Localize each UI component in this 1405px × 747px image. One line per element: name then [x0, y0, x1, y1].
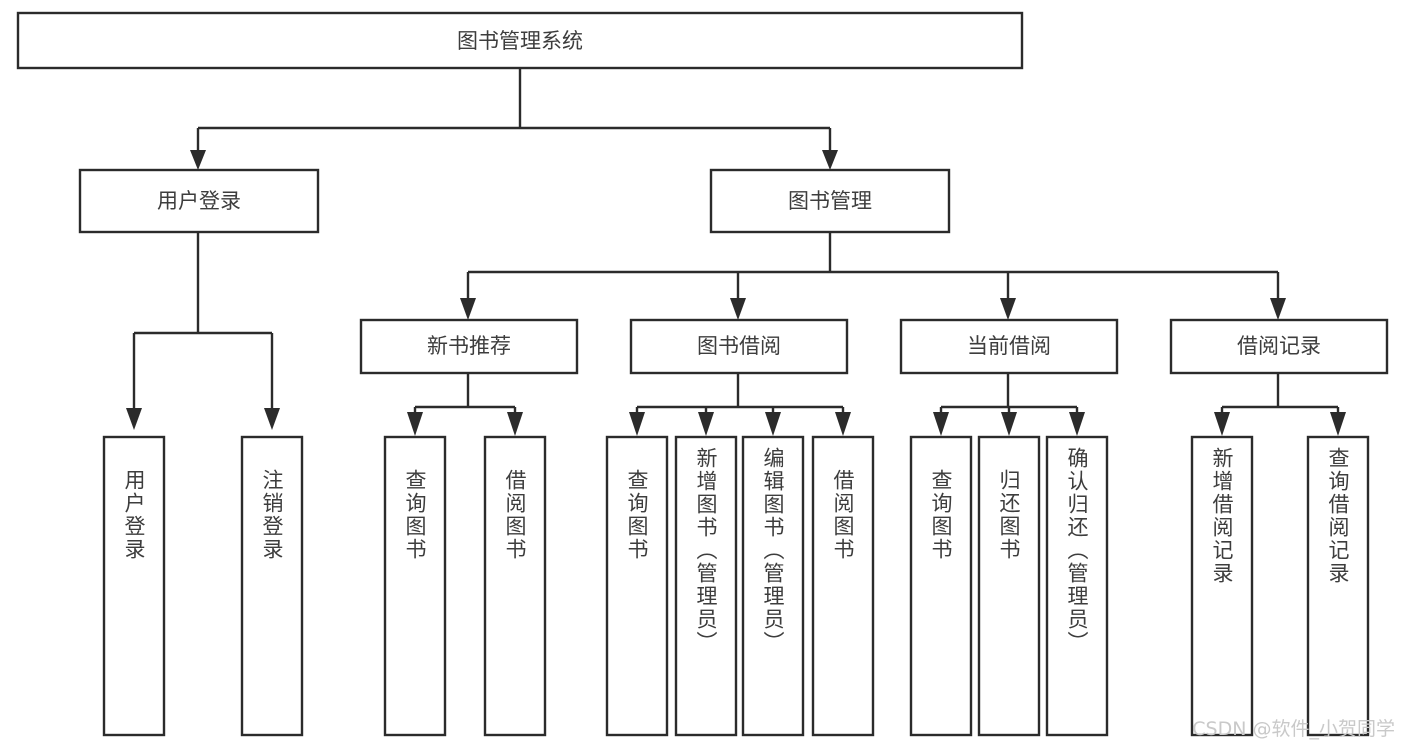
node-user-login-label: 用户登录	[157, 189, 241, 213]
leaf-book-borrow-4-label: 借阅图书	[831, 469, 855, 561]
leaf-new-book-1[interactable]: 查询图书	[383, 435, 447, 737]
leaf-current-borrow-2-label: 归还图书	[997, 469, 1021, 561]
leaf-current-borrow-2-box[interactable]	[977, 435, 1041, 737]
leaf-new-book-2-label: 借阅图书	[503, 469, 527, 561]
node-current-borrow[interactable]: 当前借阅	[899, 318, 1119, 375]
node-book-borrow-box[interactable]	[629, 318, 849, 375]
arrowhead-borrow-leaf-3	[765, 412, 781, 436]
arrowhead-borrow-leaf-4	[835, 412, 851, 436]
leaf-current-borrow-1-label: 查询图书	[929, 469, 953, 561]
arrowhead-record-leaf-1	[1214, 412, 1230, 436]
leaf-new-book-1-label: 查询图书	[403, 469, 427, 561]
arrowhead-record-leaf-2	[1330, 412, 1346, 436]
csdn-watermark: CSDN @软件_小贺同学	[1192, 718, 1395, 740]
leaf-current-borrow-1-box[interactable]	[909, 435, 973, 737]
arrowhead-level2-3	[1000, 298, 1016, 320]
node-borrow-record-box[interactable]	[1169, 318, 1389, 375]
leaf-borrow-record-1-box[interactable]	[1190, 435, 1254, 737]
leaf-book-borrow-2-label: 新增图书（管理员）	[694, 447, 718, 654]
leaf-book-borrow-2-box[interactable]	[674, 435, 738, 737]
arrowhead-newbook-leaf-1	[407, 412, 423, 436]
arrowhead-level2-2	[730, 298, 746, 320]
arrowhead-userlogin-leaf-2	[264, 408, 280, 430]
node-book-manage-label: 图书管理	[788, 189, 872, 213]
leaf-current-borrow-3-label: 确认归还（管理员）	[1065, 447, 1089, 654]
node-root-label: 图书管理系统	[457, 29, 583, 53]
node-new-book-recommend-label: 新书推荐	[427, 334, 511, 358]
node-book-manage[interactable]: 图书管理	[709, 168, 951, 234]
leaf-new-book-2-box[interactable]	[483, 435, 547, 737]
node-book-borrow[interactable]: 图书借阅	[629, 318, 849, 375]
leaf-user-login-2-label: 注销登录	[260, 469, 284, 561]
node-book-manage-box[interactable]	[709, 168, 951, 234]
node-root[interactable]: 图书管理系统	[16, 11, 1024, 70]
leaf-book-borrow-1-label: 查询图书	[625, 469, 649, 561]
leaf-borrow-record-2[interactable]: 查询借阅记录	[1306, 435, 1370, 737]
leaf-current-borrow-2[interactable]: 归还图书	[977, 435, 1041, 737]
leaf-user-login-2[interactable]: 注销登录	[240, 435, 304, 737]
node-new-book-recommend[interactable]: 新书推荐	[359, 318, 579, 375]
arrowhead-borrow-leaf-1	[629, 412, 645, 436]
leaf-user-login-2-box[interactable]	[240, 435, 304, 737]
node-borrow-record-label: 借阅记录	[1237, 334, 1321, 358]
leaf-book-borrow-3[interactable]: 编辑图书（管理员）	[741, 435, 805, 737]
arrowhead-book-manage	[822, 150, 838, 170]
leaf-book-borrow-4-box[interactable]	[811, 435, 875, 737]
arrowhead-current-leaf-3	[1069, 412, 1085, 436]
leaf-new-book-1-box[interactable]	[383, 435, 447, 737]
leaf-borrow-record-2-box[interactable]	[1306, 435, 1370, 737]
arrowhead-borrow-leaf-2	[698, 412, 714, 436]
leaf-book-borrow-3-box[interactable]	[741, 435, 805, 737]
leaf-user-login-1[interactable]: 用户登录	[102, 435, 166, 737]
arrowhead-level2-1	[460, 298, 476, 320]
leaf-user-login-1-box[interactable]	[102, 435, 166, 737]
arrowhead-newbook-leaf-2	[507, 412, 523, 436]
connectors	[126, 68, 1346, 436]
arrowhead-user-login	[190, 150, 206, 170]
leaf-book-borrow-1-box[interactable]	[605, 435, 669, 737]
leaf-borrow-record-1[interactable]: 新增借阅记录	[1190, 435, 1254, 737]
leaf-book-borrow-1[interactable]: 查询图书	[605, 435, 669, 737]
node-book-borrow-label: 图书借阅	[697, 334, 781, 358]
arrowhead-level2-4	[1270, 298, 1286, 320]
leaf-book-borrow-4[interactable]: 借阅图书	[811, 435, 875, 737]
leaf-new-book-2[interactable]: 借阅图书	[483, 435, 547, 737]
leaf-book-borrow-3-label: 编辑图书（管理员）	[761, 447, 785, 654]
leaf-borrow-record-2-label: 查询借阅记录	[1326, 447, 1350, 585]
node-user-login-box[interactable]	[78, 168, 320, 234]
node-current-borrow-label: 当前借阅	[967, 334, 1051, 358]
node-new-book-recommend-box[interactable]	[359, 318, 579, 375]
leaf-borrow-record-1-label: 新增借阅记录	[1210, 447, 1234, 585]
node-user-login[interactable]: 用户登录	[78, 168, 320, 234]
leaf-current-borrow-3-box[interactable]	[1045, 435, 1109, 737]
leaf-user-login-1-label: 用户登录	[122, 469, 146, 561]
arrowhead-current-leaf-1	[933, 412, 949, 436]
node-root-box[interactable]	[16, 11, 1024, 70]
node-current-borrow-box[interactable]	[899, 318, 1119, 375]
node-borrow-record[interactable]: 借阅记录	[1169, 318, 1389, 375]
leaf-book-borrow-2[interactable]: 新增图书（管理员）	[674, 435, 738, 737]
arrowhead-userlogin-leaf-1	[126, 408, 142, 430]
leaf-current-borrow-3[interactable]: 确认归还（管理员）	[1045, 435, 1109, 737]
leaf-current-borrow-1[interactable]: 查询图书	[909, 435, 973, 737]
arrowhead-current-leaf-2	[1001, 412, 1017, 436]
